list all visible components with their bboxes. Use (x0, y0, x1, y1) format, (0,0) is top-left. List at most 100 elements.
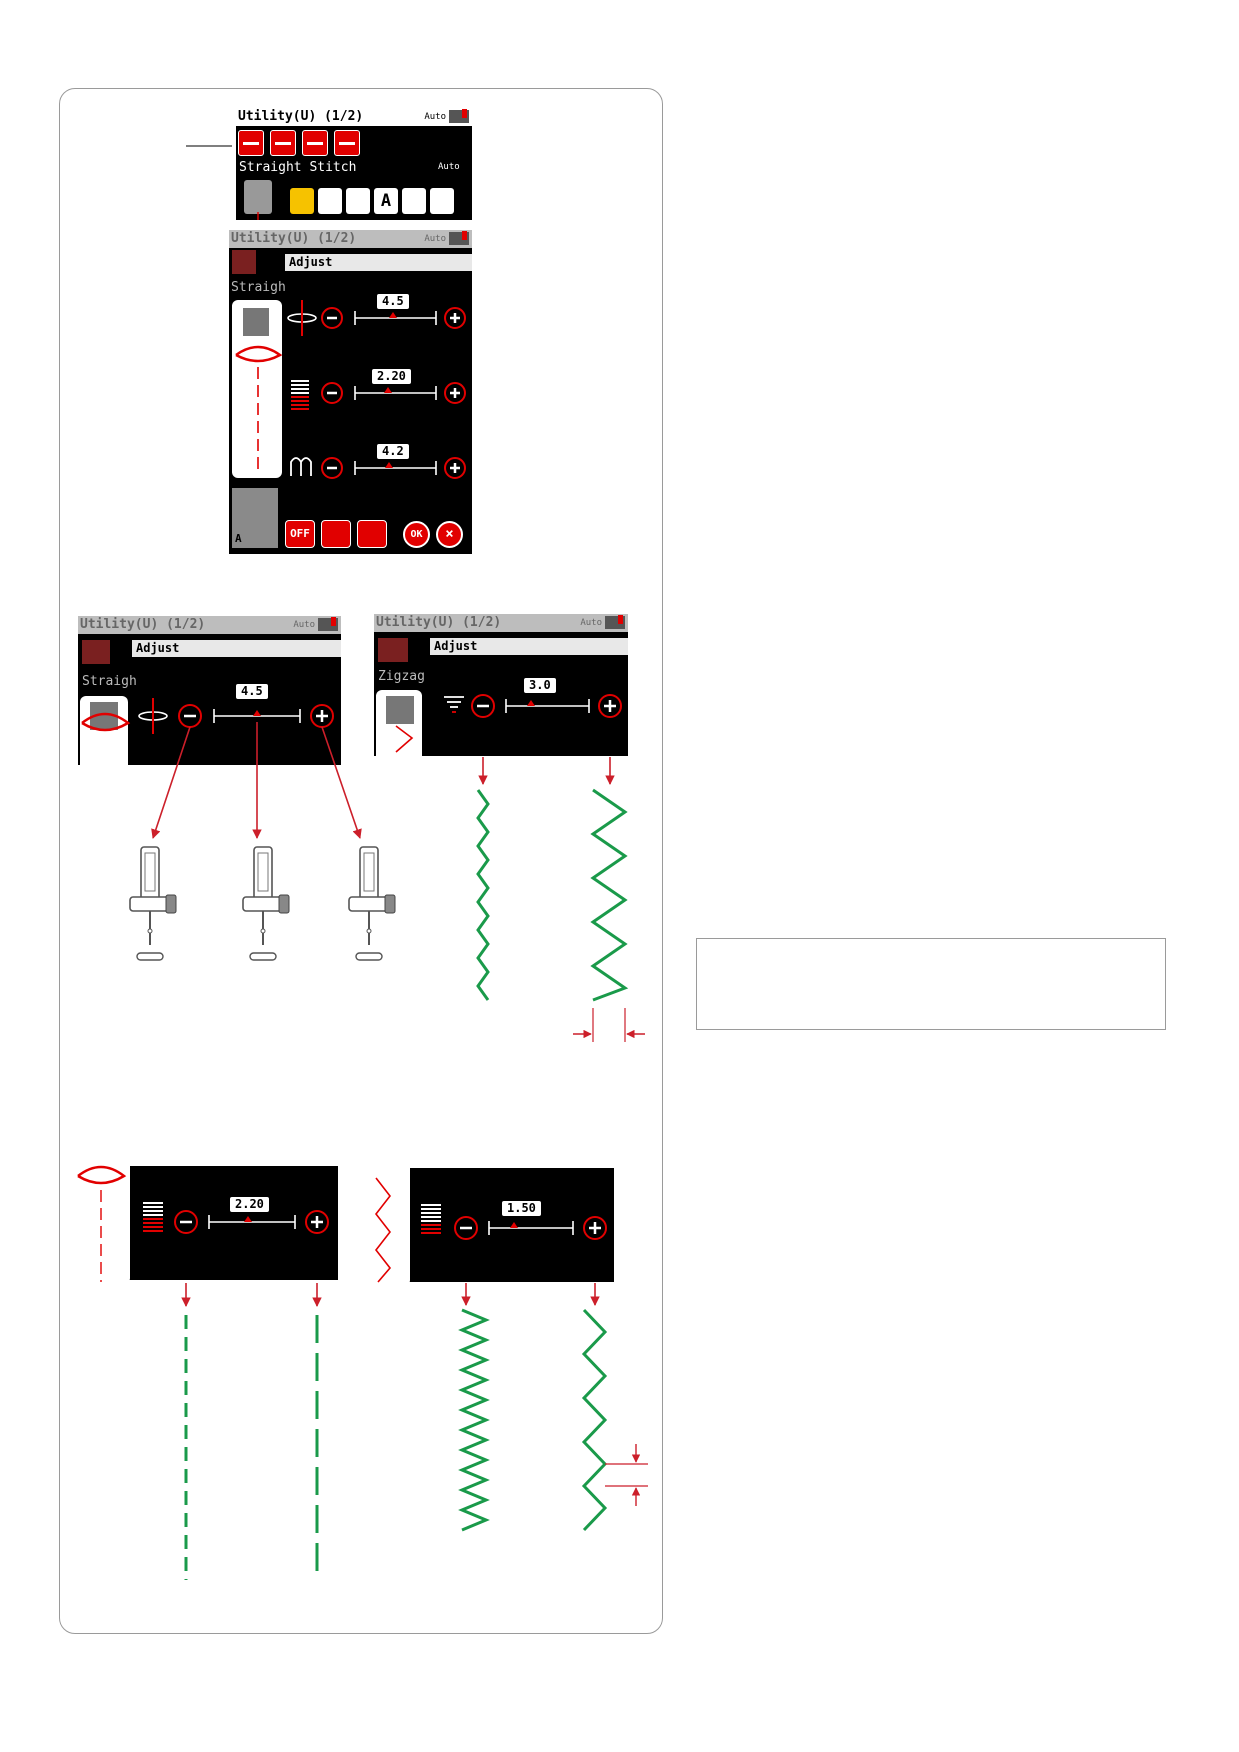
sparse-zigzag-stitch (581, 1308, 608, 1532)
auto-presser-label: Auto (424, 112, 446, 122)
foot-pressure-icon (290, 457, 312, 476)
elongation-button[interactable] (302, 130, 328, 156)
arrow-to-right-needle (321, 726, 362, 839)
stitch-name-clipped: Straigh (82, 674, 137, 689)
auto-presser-label: Auto (424, 234, 446, 244)
stitch-length-plus-button[interactable] (444, 382, 466, 404)
needle-position-icon (287, 300, 317, 336)
foot-pressure-marker (385, 462, 393, 468)
stitch-width-icon (444, 696, 464, 713)
auto-presser-label: Auto (580, 618, 602, 628)
stitch-length-value: 2.20 (230, 1197, 269, 1212)
needle-stop-button[interactable] (321, 520, 351, 548)
title-bar: Utility(U) (1/2) Auto (78, 616, 341, 634)
tab-utility-stitch-icon[interactable] (290, 188, 314, 214)
tab-letter[interactable]: A (374, 188, 398, 214)
tab-home-icon[interactable] (430, 188, 454, 214)
title-bar: Utility(U) (1/2) Auto (229, 230, 472, 248)
needle-position-value: 4.5 (236, 684, 268, 699)
title-bar: Utility(U) (1/2) Auto (374, 614, 628, 632)
mirror-image-button[interactable] (270, 130, 296, 156)
machine-icon (449, 231, 469, 245)
zigzag-width-screen: Utility(U) (1/2) Auto Zigzag Adjust 3.0 (374, 614, 628, 756)
stitch-length-value: 2.20 (372, 369, 411, 384)
stitch-width-minus-button[interactable] (471, 694, 495, 718)
stitch-length-minus-button[interactable] (321, 382, 343, 404)
machine-icon (449, 109, 469, 123)
selected-stitch-icon (243, 308, 269, 336)
screen-title: Utility(U) (1/2) (376, 615, 502, 630)
presser-foot-outline-icon (77, 1165, 127, 1185)
utility-screen-main: Utility(U) (1/2) Auto Straight Stitch Au… (236, 108, 472, 220)
note-box (696, 938, 1166, 1030)
needle-right-position-illustration (348, 846, 396, 961)
narrow-zigzag-stitch (476, 789, 490, 1001)
presser-foot-outline-icon (235, 345, 283, 363)
stitch-length-minus-button[interactable] (174, 1210, 198, 1234)
tab-decorative-icon[interactable] (346, 188, 370, 214)
foot-pressure-value: 4.2 (377, 444, 409, 459)
stitch-length-icon (291, 380, 309, 410)
needle-position-marker (389, 312, 397, 318)
zigzag-preview-stitch (374, 1177, 392, 1283)
straight-length-overlay (77, 1165, 329, 1580)
selected-stitch-icon[interactable] (244, 180, 272, 214)
cancel-button[interactable]: × (436, 521, 463, 548)
stitch-width-value: 3.0 (524, 678, 556, 693)
screen-title: Utility(U) (1/2) (238, 109, 364, 124)
zigzag-width-overlay (395, 694, 645, 1042)
presser-foot-icon (232, 488, 278, 548)
stitch-width-marker (527, 700, 535, 706)
dim-manual-button (82, 640, 110, 664)
stitch-preview-column (76, 1166, 130, 1280)
stitch-length-value: 1.50 (502, 1201, 541, 1216)
stitch-length-minus-button[interactable] (454, 1216, 478, 1240)
tab-buttonhole-icon[interactable] (318, 188, 342, 214)
manual-settings-button[interactable] (238, 130, 264, 156)
stitch-name: Straight Stitch (239, 160, 357, 175)
screen-title: Utility(U) (1/2) (80, 617, 206, 632)
wide-zigzag-stitch (590, 788, 629, 1002)
dim-manual-button (232, 250, 256, 274)
needle-position-marker (253, 710, 261, 716)
stitch-length-marker (244, 1216, 252, 1222)
stitch-length-plus-button[interactable] (583, 1216, 607, 1240)
machine-icon (605, 615, 625, 629)
needle-position-minus-button[interactable] (321, 307, 343, 329)
stitch-length-marker (510, 1222, 518, 1228)
needle-left-position-illustration (129, 846, 177, 961)
needle-position-plus-button[interactable] (444, 307, 466, 329)
needle-position-icon (138, 698, 168, 734)
needle-center-position-illustration (242, 846, 290, 961)
off-button[interactable]: OFF (285, 520, 315, 548)
adjust-screen-overlay (235, 300, 466, 479)
dim-manual-button (378, 638, 408, 662)
title-bar: Utility(U) (1/2) Auto (236, 108, 472, 126)
adjust-header: Adjust (132, 640, 341, 657)
arrow-to-left-needle (151, 726, 191, 839)
adjust-header: Adjust (285, 254, 472, 271)
stitch-length-icon (421, 1204, 441, 1234)
stitch-width-plus-button[interactable] (598, 694, 622, 718)
stitch-length-plus-button[interactable] (305, 1210, 329, 1234)
machine-icon (318, 617, 338, 631)
zigzag-length-overlay (374, 1177, 648, 1532)
tension-button[interactable] (357, 520, 387, 548)
tab-hand-icon[interactable] (402, 188, 426, 214)
stitch-length-marker (384, 387, 392, 393)
foot-pressure-minus-button[interactable] (321, 457, 343, 479)
ok-button[interactable]: OK (403, 521, 430, 548)
needle-position-value: 4.5 (377, 294, 409, 309)
needle-position-overlay (81, 698, 396, 961)
foot-pressure-plus-button[interactable] (444, 457, 466, 479)
zigzag-length-screen: 1.50 (358, 1168, 614, 1282)
auto-presser-label: Auto (293, 620, 315, 630)
screen-title: Utility(U) (1/2) (231, 231, 357, 246)
dense-zigzag-stitch (458, 1308, 490, 1532)
adjust-header: Adjust (430, 638, 628, 655)
stitch-name-clipped: Straigh (231, 280, 286, 295)
selected-stitch-icon (386, 696, 414, 724)
needle-position-screen: Utility(U) (1/2) Auto Straigh Adjust 4.5 (78, 616, 341, 765)
stitch-option-button[interactable] (334, 130, 360, 156)
